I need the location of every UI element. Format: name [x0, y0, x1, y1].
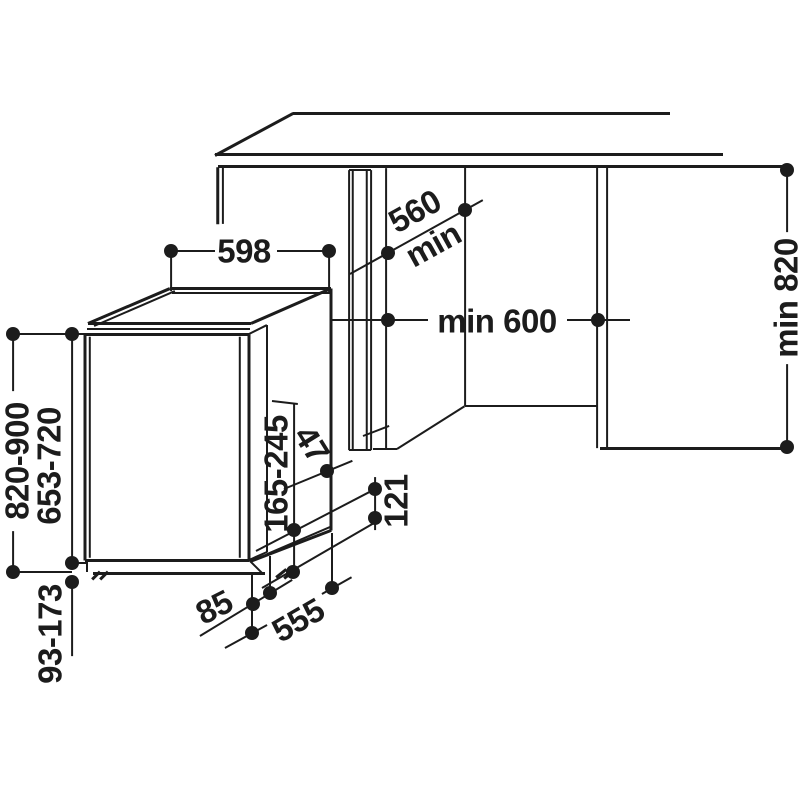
worktop-back-edge: [293, 111, 670, 115]
dimension-dot: [164, 244, 178, 258]
worktop-front-top-edge: [215, 152, 723, 156]
dimension-dot: [368, 511, 382, 525]
dimension-dot: [65, 575, 79, 589]
dimension-dot: [287, 523, 301, 537]
dim-820-900-top-seg: [11, 333, 15, 391]
niche-floor-front-stub: [373, 447, 397, 451]
dw-base-line: [93, 571, 265, 575]
dw-door-right-inner: [239, 336, 241, 558]
dim-93-173-line: [70, 581, 74, 656]
niche-floor-diag: [396, 405, 466, 450]
dw-top-back-inner: [172, 292, 330, 294]
dimension-dot: [286, 565, 300, 579]
dropper-c: [331, 533, 333, 588]
panel-left-top-cap: [349, 169, 371, 171]
dim-label-connection-distance-short: 85: [189, 582, 239, 632]
dim-600-left-seg: [332, 318, 428, 322]
dimension-dot: [780, 440, 794, 454]
dimension-dot: [6, 565, 20, 579]
recess-left-stub-inner: [222, 166, 224, 224]
dimension-dot: [65, 327, 79, 341]
dim-label-connection-zone-height: 165-245: [257, 415, 295, 533]
dim-653-720-stub: [72, 561, 86, 565]
right-cabinet-bottom: [600, 446, 790, 450]
recess-left-stub-outer: [216, 167, 220, 224]
dw-door-bottom: [85, 558, 249, 562]
dimension-dot: [65, 556, 79, 570]
dim-label-overall-height: 820-900: [0, 402, 36, 520]
panel-left-front-inner: [352, 170, 354, 450]
dimension-dot: [322, 244, 336, 258]
dw-door-right-outer: [247, 334, 251, 560]
dw-top-back-edge: [170, 286, 331, 290]
dimension-dot: [780, 163, 794, 177]
worktop-left-miter: [214, 111, 294, 157]
niche-left-interior-edge: [384, 167, 388, 449]
niche-floor-back-edge: [465, 404, 597, 408]
dim-label-adjacent-cabinet-height: min 820: [767, 238, 800, 358]
dim-bottom-connector: [13, 570, 72, 574]
panel-left-front-outer: [347, 169, 351, 450]
panel-left-bottom-cap: [349, 448, 371, 452]
panel-right-inner: [595, 166, 599, 448]
dim-598-left-seg: [171, 249, 215, 253]
dim-label-rear-connection-offset: 121: [377, 474, 415, 528]
dimension-dot: [381, 246, 395, 260]
dimension-dot: [325, 581, 339, 595]
panel-left-rear-outer: [369, 169, 373, 450]
dim-label-plinth-height: 93-173: [31, 584, 69, 684]
dim-label-plinth-recess-depth: 47: [286, 419, 338, 469]
dw-base-left-step: [86, 560, 88, 572]
dw-door-left-inner: [89, 336, 91, 558]
dim-label-niche-depth: 560 min: [381, 181, 468, 275]
dimension-dot: [6, 327, 20, 341]
dim-label-connection-distance-long: 555: [265, 590, 331, 650]
panel-left-rear-inner: [366, 170, 368, 450]
worktop-front-bottom-edge: [218, 164, 786, 168]
dim-label-niche-width: min 600: [437, 302, 557, 340]
dimension-dot: [246, 597, 260, 611]
dimension-dot: [591, 313, 605, 327]
dimension-dot: [381, 313, 395, 327]
dim-820-bottom-seg: [785, 363, 789, 446]
dimension-dot: [458, 203, 472, 217]
dw-door-edge-top-diag: [248, 324, 268, 335]
dim-top-connector: [13, 332, 88, 336]
dim-820-top-seg: [785, 170, 789, 232]
dw-back-right-vert: [329, 288, 333, 530]
dim-label-door-panel-height: 653-720: [30, 407, 68, 525]
dw-door-left-outer: [83, 334, 87, 560]
dim-653-720-line: [70, 333, 74, 563]
panel-right-outer: [605, 166, 609, 448]
dimension-dot: [320, 464, 334, 478]
dw-tub-front-right-vert: [266, 325, 268, 552]
dim-label-top-width: 598: [217, 232, 271, 270]
dim-598-right-seg: [277, 249, 329, 253]
dimension-dot: [245, 626, 259, 640]
dw-front-top-edge: [88, 321, 251, 325]
dw-top-left-diag: [87, 286, 171, 325]
dim-165-245-line: [292, 402, 296, 577]
dimension-dot: [368, 482, 382, 496]
dw-top-band: [87, 328, 250, 330]
dw-door-top: [85, 332, 249, 336]
dimension-dot: [263, 586, 277, 600]
